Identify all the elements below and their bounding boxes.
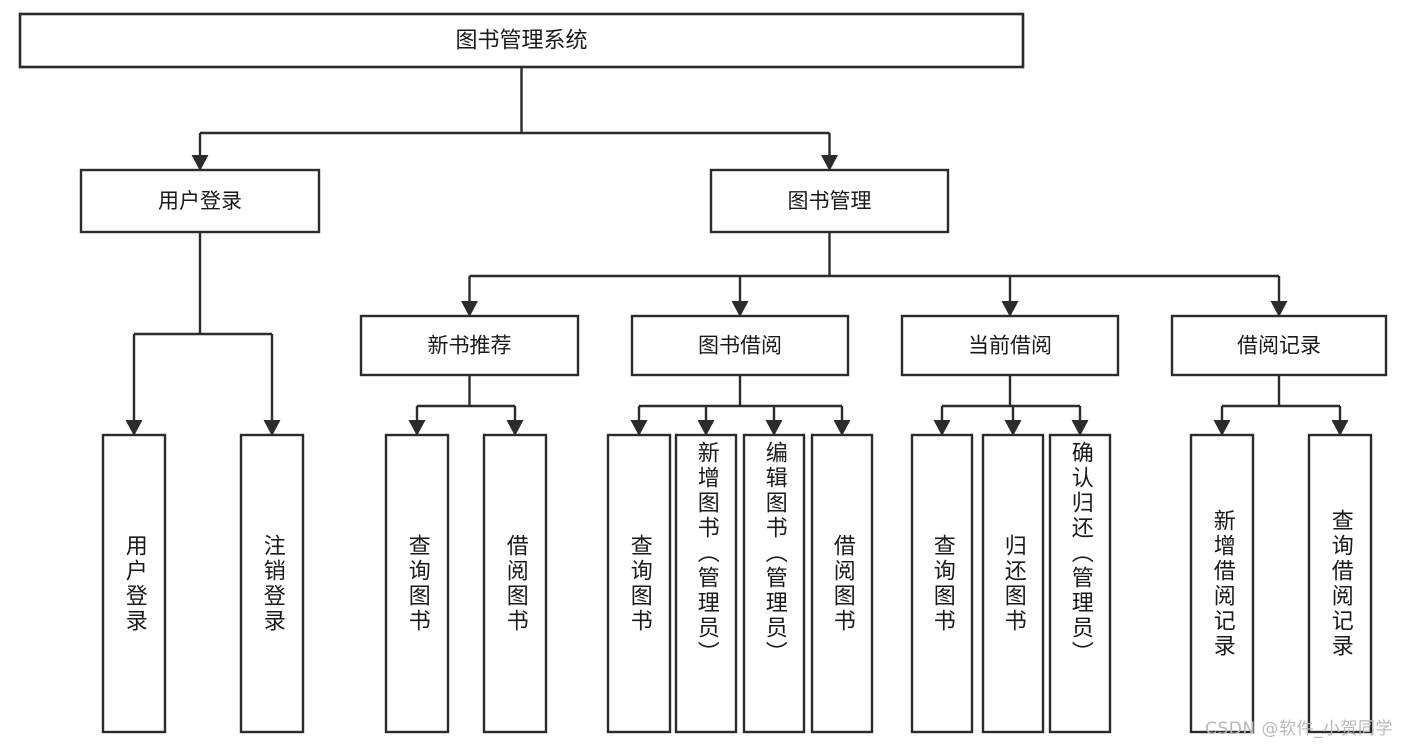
node-level3-book-borrow[interactable]: 图书借阅: [630, 314, 850, 377]
arrow-head-leaf-confirm-return: [1071, 420, 1089, 436]
node-leaf-leaf-user-login[interactable]: [101, 433, 167, 734]
node-root-root[interactable]: 图书管理系统: [18, 12, 1025, 69]
node-level3-new-book-rec[interactable]: 新书推荐: [359, 314, 580, 377]
node-box-book-borrow[interactable]: [630, 314, 850, 377]
node-box-book-manage[interactable]: [709, 168, 950, 234]
node-box-user-login[interactable]: [79, 168, 321, 234]
node-box-leaf-confirm-return[interactable]: [1048, 433, 1112, 734]
arrow-head-new-book-rec: [461, 301, 478, 317]
node-label-book-borrow: 图书借阅: [698, 334, 782, 358]
node-label-current-borrow: 当前借阅: [968, 334, 1052, 358]
arrow-head-leaf-add-book: [697, 420, 715, 436]
node-label-user-login: 用户登录: [158, 189, 242, 213]
node-leaf-leaf-add-book[interactable]: [674, 433, 738, 734]
node-leaf-leaf-edit-book[interactable]: [742, 433, 806, 734]
node-leaf-leaf-confirm-return[interactable]: [1048, 433, 1112, 734]
connector-layer: [125, 67, 1349, 436]
arrow-head-borrow-record: [1270, 301, 1288, 317]
arrow-head-leaf-query-book-1: [408, 420, 426, 436]
node-label-borrow-record: 借阅记录: [1237, 334, 1321, 358]
arrow-head-leaf-return-book: [1004, 420, 1022, 436]
arrow-head-leaf-add-record: [1213, 420, 1231, 436]
node-label-new-book-rec: 新书推荐: [428, 334, 512, 358]
arrow-head-leaf-query-book-2: [630, 420, 648, 436]
node-box-leaf-borrow-book-2[interactable]: [810, 433, 874, 734]
node-leaf-leaf-query-book-1[interactable]: [384, 433, 450, 734]
arrow-head-leaf-logout: [263, 420, 281, 436]
node-box-leaf-borrow-book-1[interactable]: [482, 433, 548, 734]
arrow-head-book-manage: [821, 155, 838, 171]
node-box-current-borrow[interactable]: [900, 314, 1120, 377]
node-box-leaf-query-record[interactable]: [1307, 433, 1373, 734]
node-box-borrow-record[interactable]: [1170, 314, 1388, 377]
node-box-new-book-rec[interactable]: [359, 314, 580, 377]
node-box-leaf-add-book[interactable]: [674, 433, 738, 734]
node-leaf-leaf-return-book[interactable]: [981, 433, 1045, 734]
node-level3-borrow-record[interactable]: 借阅记录: [1170, 314, 1388, 377]
arrow-head-book-borrow: [731, 301, 749, 317]
arrow-head-leaf-borrow-book-2: [833, 420, 851, 436]
node-box-leaf-return-book[interactable]: [981, 433, 1045, 734]
node-label-book-manage: 图书管理: [788, 189, 872, 213]
node-box-leaf-edit-book[interactable]: [742, 433, 806, 734]
node-leaf-leaf-borrow-book-1[interactable]: [482, 433, 548, 734]
node-level2-user-login[interactable]: 用户登录: [79, 168, 321, 234]
arrow-head-user-login: [191, 155, 209, 171]
node-leaf-leaf-query-book-2[interactable]: [606, 433, 672, 734]
arrow-head-leaf-query-record: [1331, 420, 1349, 436]
arrow-head-current-borrow: [1001, 301, 1019, 317]
node-box-leaf-logout[interactable]: [239, 433, 305, 734]
node-leaf-leaf-query-book-3[interactable]: [910, 433, 974, 734]
node-box-leaf-query-book-1[interactable]: [384, 433, 450, 734]
arrow-head-leaf-query-book-3: [933, 420, 951, 436]
node-box-leaf-query-book-2[interactable]: [606, 433, 672, 734]
arrow-head-leaf-borrow-book-1: [506, 420, 524, 436]
node-level2-book-manage[interactable]: 图书管理: [709, 168, 950, 234]
node-leaf-leaf-borrow-book-2[interactable]: [810, 433, 874, 734]
node-leaf-leaf-logout[interactable]: [239, 433, 305, 734]
node-box-leaf-add-record[interactable]: [1189, 433, 1255, 734]
node-level3-current-borrow[interactable]: 当前借阅: [900, 314, 1120, 377]
watermark: CSDN @软件_小贺同学: [1205, 719, 1393, 739]
node-label-root: 图书管理系统: [455, 29, 587, 54]
node-leaf-leaf-add-record[interactable]: [1189, 433, 1255, 734]
node-box-leaf-user-login[interactable]: [101, 433, 167, 734]
node-box-root[interactable]: [18, 12, 1025, 69]
arrow-head-leaf-edit-book: [765, 420, 783, 436]
node-box-leaf-query-book-3[interactable]: [910, 433, 974, 734]
arrow-head-leaf-user-login: [125, 420, 143, 436]
node-leaf-leaf-query-record[interactable]: [1307, 433, 1373, 734]
